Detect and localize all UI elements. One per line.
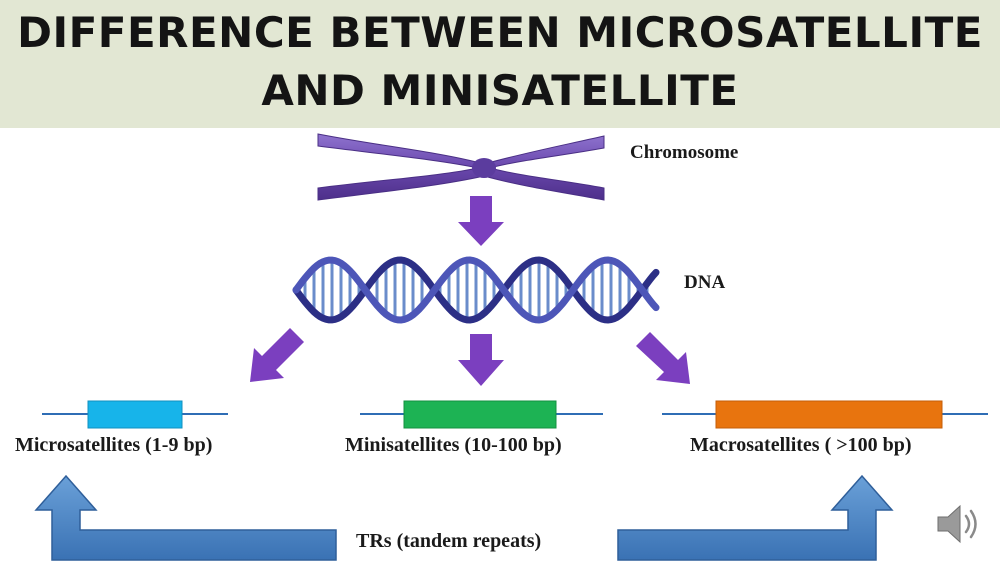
- minisatellite-marker: [360, 400, 603, 429]
- microsatellite-marker: [42, 400, 228, 429]
- chromosome-label: Chromosome: [630, 142, 739, 163]
- tandem-repeats-label: TRs (tandem repeats): [356, 530, 542, 552]
- slide-title-line-1: DIFFERENCE BETWEEN MICROSATELLITE: [17, 8, 983, 57]
- tr-arrow-left: [34, 474, 337, 561]
- arrow-dna-to-macro: [636, 332, 690, 384]
- chromosome-icon: [317, 133, 605, 201]
- title-band: DIFFERENCE BETWEEN MICROSATELLITE AND MI…: [0, 0, 1000, 128]
- slide-title-line-2: AND MINISATELLITE: [261, 66, 739, 115]
- macrosatellite-marker: [662, 400, 988, 429]
- microsatellites-label: Microsatellites (1-9 bp): [15, 434, 213, 456]
- tr-arrow-right: [617, 474, 894, 561]
- arrow-chromosome-to-dna: [458, 196, 504, 246]
- dna-label: DNA: [684, 272, 726, 293]
- minisatellites-label: Minisatellites (10-100 bp): [345, 434, 562, 456]
- arrow-dna-to-micro: [250, 328, 304, 382]
- macrosatellites-label: Macrosatellites ( >100 bp): [690, 434, 912, 456]
- dna-helix-icon: [292, 256, 660, 324]
- speaker-icon[interactable]: [934, 502, 986, 546]
- arrow-dna-to-mini: [458, 334, 504, 386]
